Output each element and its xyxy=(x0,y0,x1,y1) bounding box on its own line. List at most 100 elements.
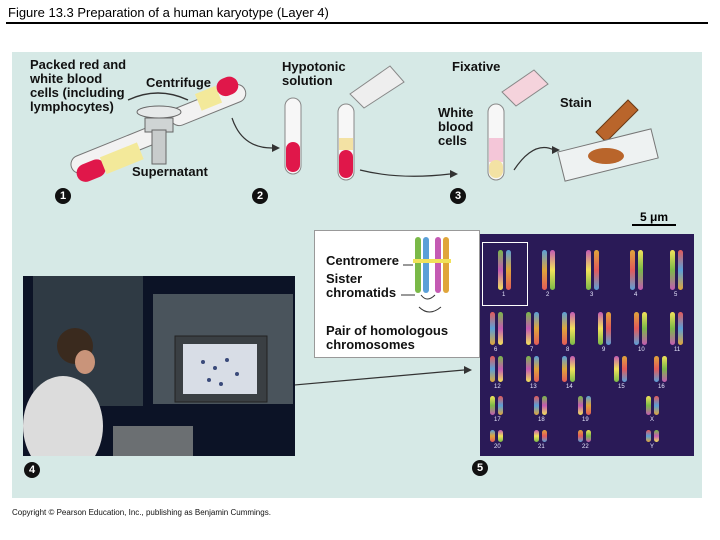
test-tube-blood xyxy=(284,97,302,175)
step-1-marker: 1 xyxy=(55,188,71,204)
chromosome xyxy=(654,396,659,415)
chromosome xyxy=(490,312,495,345)
chromosome xyxy=(678,312,683,345)
highlighted-pair-box xyxy=(482,242,528,306)
chromosome xyxy=(670,312,675,345)
chromosome-number-label: 6 xyxy=(494,347,498,353)
chromosome xyxy=(542,396,547,415)
chromosome-number-label: 22 xyxy=(582,444,589,450)
chromosome-number-label: 15 xyxy=(618,384,625,390)
lab-photo xyxy=(23,276,295,456)
chromosome xyxy=(562,312,567,345)
chromosome-number-label: 5 xyxy=(674,292,678,298)
step-5-marker: 5 xyxy=(472,460,488,476)
figure-title: Figure 13.3 Preparation of a human karyo… xyxy=(8,5,329,20)
chromosome xyxy=(506,250,511,290)
chromosome-number-label: 7 xyxy=(530,347,534,353)
centrifuge-label: Centrifuge xyxy=(146,75,211,90)
test-tube-hypotonic xyxy=(337,103,355,181)
chromosome xyxy=(630,250,635,290)
chromosome xyxy=(498,312,503,345)
centrifuge xyxy=(70,76,247,182)
fixative-label: Fixative xyxy=(452,59,501,74)
chromosome xyxy=(534,430,539,442)
chromosome xyxy=(622,356,627,382)
stain-label: Stain xyxy=(560,95,592,110)
step-3-marker: 3 xyxy=(450,188,466,204)
step-4-marker: 4 xyxy=(24,462,40,478)
chromosome xyxy=(498,356,503,382)
duplicated-chromosome-pair xyxy=(413,237,451,293)
chromosome-number-label: 14 xyxy=(566,384,573,390)
chromosome xyxy=(586,396,591,415)
chromosome-number-label: 18 xyxy=(538,417,545,423)
chromosome xyxy=(646,396,651,415)
chromosome-number-label: 19 xyxy=(582,417,589,423)
chromosome xyxy=(578,396,583,415)
chromosome xyxy=(526,356,531,382)
chromosome xyxy=(570,312,575,345)
chromosome xyxy=(498,430,503,442)
chromosome xyxy=(614,356,619,382)
centromere-label: Centromere xyxy=(326,253,399,268)
chromosome xyxy=(654,430,659,442)
chromosome xyxy=(594,250,599,290)
chromosome xyxy=(534,356,539,382)
chromosome xyxy=(586,250,591,290)
scale-label: 5 μm xyxy=(640,210,669,224)
chromosome xyxy=(490,396,495,415)
chromosome xyxy=(498,396,503,415)
chromosome-number-label: 2 xyxy=(546,292,550,298)
fixative-bottle xyxy=(501,69,549,107)
chromosome-number-label: 21 xyxy=(538,444,545,450)
chromosome xyxy=(534,396,539,415)
chromosome xyxy=(498,250,503,290)
chromosome xyxy=(542,430,547,442)
chromosome xyxy=(654,356,659,382)
chromosome xyxy=(526,312,531,345)
chromosome-inset xyxy=(314,230,480,358)
chromosome-number-label: X xyxy=(650,417,655,423)
chromosome-number-label: 8 xyxy=(566,347,570,353)
chromosome xyxy=(578,430,583,442)
chromosome xyxy=(550,250,555,290)
chromosome-number-label: 11 xyxy=(674,347,681,353)
scale-bar xyxy=(632,224,676,226)
chromosome xyxy=(606,312,611,345)
chromosome xyxy=(570,356,575,382)
chromosome-number-label: 9 xyxy=(602,347,606,353)
chromosome-number-label: 16 xyxy=(658,384,665,390)
chromosome xyxy=(646,430,651,442)
chromosome xyxy=(678,250,683,290)
chromosome-number-label: 17 xyxy=(494,417,501,423)
hypotonic-bottle xyxy=(349,65,405,109)
chromosome xyxy=(670,250,675,290)
supernatant-label: Supernatant xyxy=(132,164,208,179)
chromosome xyxy=(490,430,495,442)
chromosome xyxy=(490,356,495,382)
chromosome xyxy=(634,312,639,345)
chromosome xyxy=(638,250,643,290)
step-2-marker: 2 xyxy=(252,188,268,204)
title-rule xyxy=(6,22,708,24)
chromosome-number-label: 13 xyxy=(530,384,537,390)
stain-dropper xyxy=(557,99,659,182)
chromosome xyxy=(534,312,539,345)
chromosome-number-label: 12 xyxy=(494,384,501,390)
chromosome xyxy=(542,250,547,290)
chromosome xyxy=(586,430,591,442)
chromosome xyxy=(598,312,603,345)
copyright-line: Copyright © Pearson Education, Inc., pub… xyxy=(12,508,271,517)
chromosome-number-label: 1 xyxy=(502,292,506,298)
chromosome xyxy=(642,312,647,345)
chromosome-number-label: Y xyxy=(650,444,655,450)
chromosome xyxy=(662,356,667,382)
test-tube-white-cells xyxy=(487,103,505,181)
chromosome-number-label: 4 xyxy=(634,292,638,298)
